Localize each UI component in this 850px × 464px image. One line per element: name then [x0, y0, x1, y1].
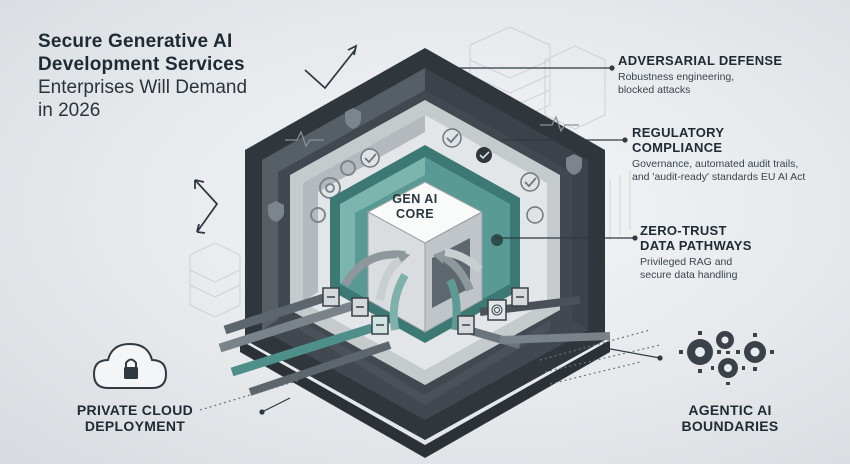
- gen-ai-core-cube: [366, 181, 484, 333]
- shield-icon: [268, 201, 284, 222]
- page-title: Secure Generative AI Development Service…: [38, 30, 338, 122]
- checkmark-badge-icon: [360, 128, 544, 224]
- shield-icon: [345, 108, 361, 129]
- title-line-4: in 2026: [38, 100, 101, 121]
- core-line-2: CORE: [395, 207, 435, 221]
- zerotrust-desc-2: secure data handling: [640, 269, 738, 281]
- regulatory-heading-1: REGULATORY: [632, 125, 725, 140]
- shield-icon: [566, 154, 582, 175]
- regulatory-desc-1: Governance, automated audit trails,: [632, 158, 799, 170]
- zerotrust-heading-1: ZERO-TRUST: [640, 223, 727, 238]
- title-line-2: Development Services: [38, 54, 245, 75]
- leader-line: [259, 65, 663, 415]
- adversarial-desc-1: Robustness engineering,: [618, 71, 735, 83]
- cloud-lock-icon: [92, 342, 168, 389]
- agentic-boundaries-label: AGENTIC AI BOUNDARIES: [655, 402, 805, 434]
- agentic-line-1: AGENTIC AI: [688, 402, 772, 418]
- padlock-icon: [322, 287, 529, 335]
- core-line-1: GEN AI: [392, 192, 438, 206]
- data-stream: [199, 329, 661, 411]
- title-line-3: Enterprises Will Demand: [38, 77, 248, 98]
- agentic-line-2: BOUNDARIES: [681, 418, 779, 434]
- adversarial-desc-2: blocked attacks: [618, 84, 691, 96]
- regulatory-compliance-label: REGULATORY COMPLIANCE Governance, automa…: [632, 125, 847, 184]
- fingerprint-icon: [487, 299, 507, 321]
- zero-trust-label: ZERO-TRUST DATA PATHWAYS Privileged RAG …: [640, 223, 840, 282]
- adversarial-heading: ADVERSARIAL DEFENSE: [618, 53, 783, 68]
- private-cloud-line-2: DEPLOYMENT: [84, 418, 186, 434]
- private-cloud-line-1: PRIVATE CLOUD: [76, 402, 194, 418]
- private-cloud-label: PRIVATE CLOUD DEPLOYMENT: [55, 402, 215, 434]
- trend-arrow-icon: [194, 44, 358, 234]
- server-rack-icon: [189, 26, 631, 318]
- regulatory-desc-2: and 'audit-ready' standards EU AI Act: [632, 171, 806, 183]
- title-line-1: Secure Generative AI: [38, 31, 233, 52]
- adversarial-defense-label: ADVERSARIAL DEFENSE Robustness engineeri…: [618, 53, 838, 97]
- regulatory-heading-2: COMPLIANCE: [632, 140, 723, 155]
- gear-cluster-icon: [679, 331, 774, 385]
- data-pathway-arrows: [218, 248, 611, 396]
- zerotrust-heading-2: DATA PATHWAYS: [640, 238, 752, 253]
- core-label: GEN AI CORE: [385, 192, 445, 222]
- zerotrust-desc-1: Privileged RAG and: [640, 256, 733, 268]
